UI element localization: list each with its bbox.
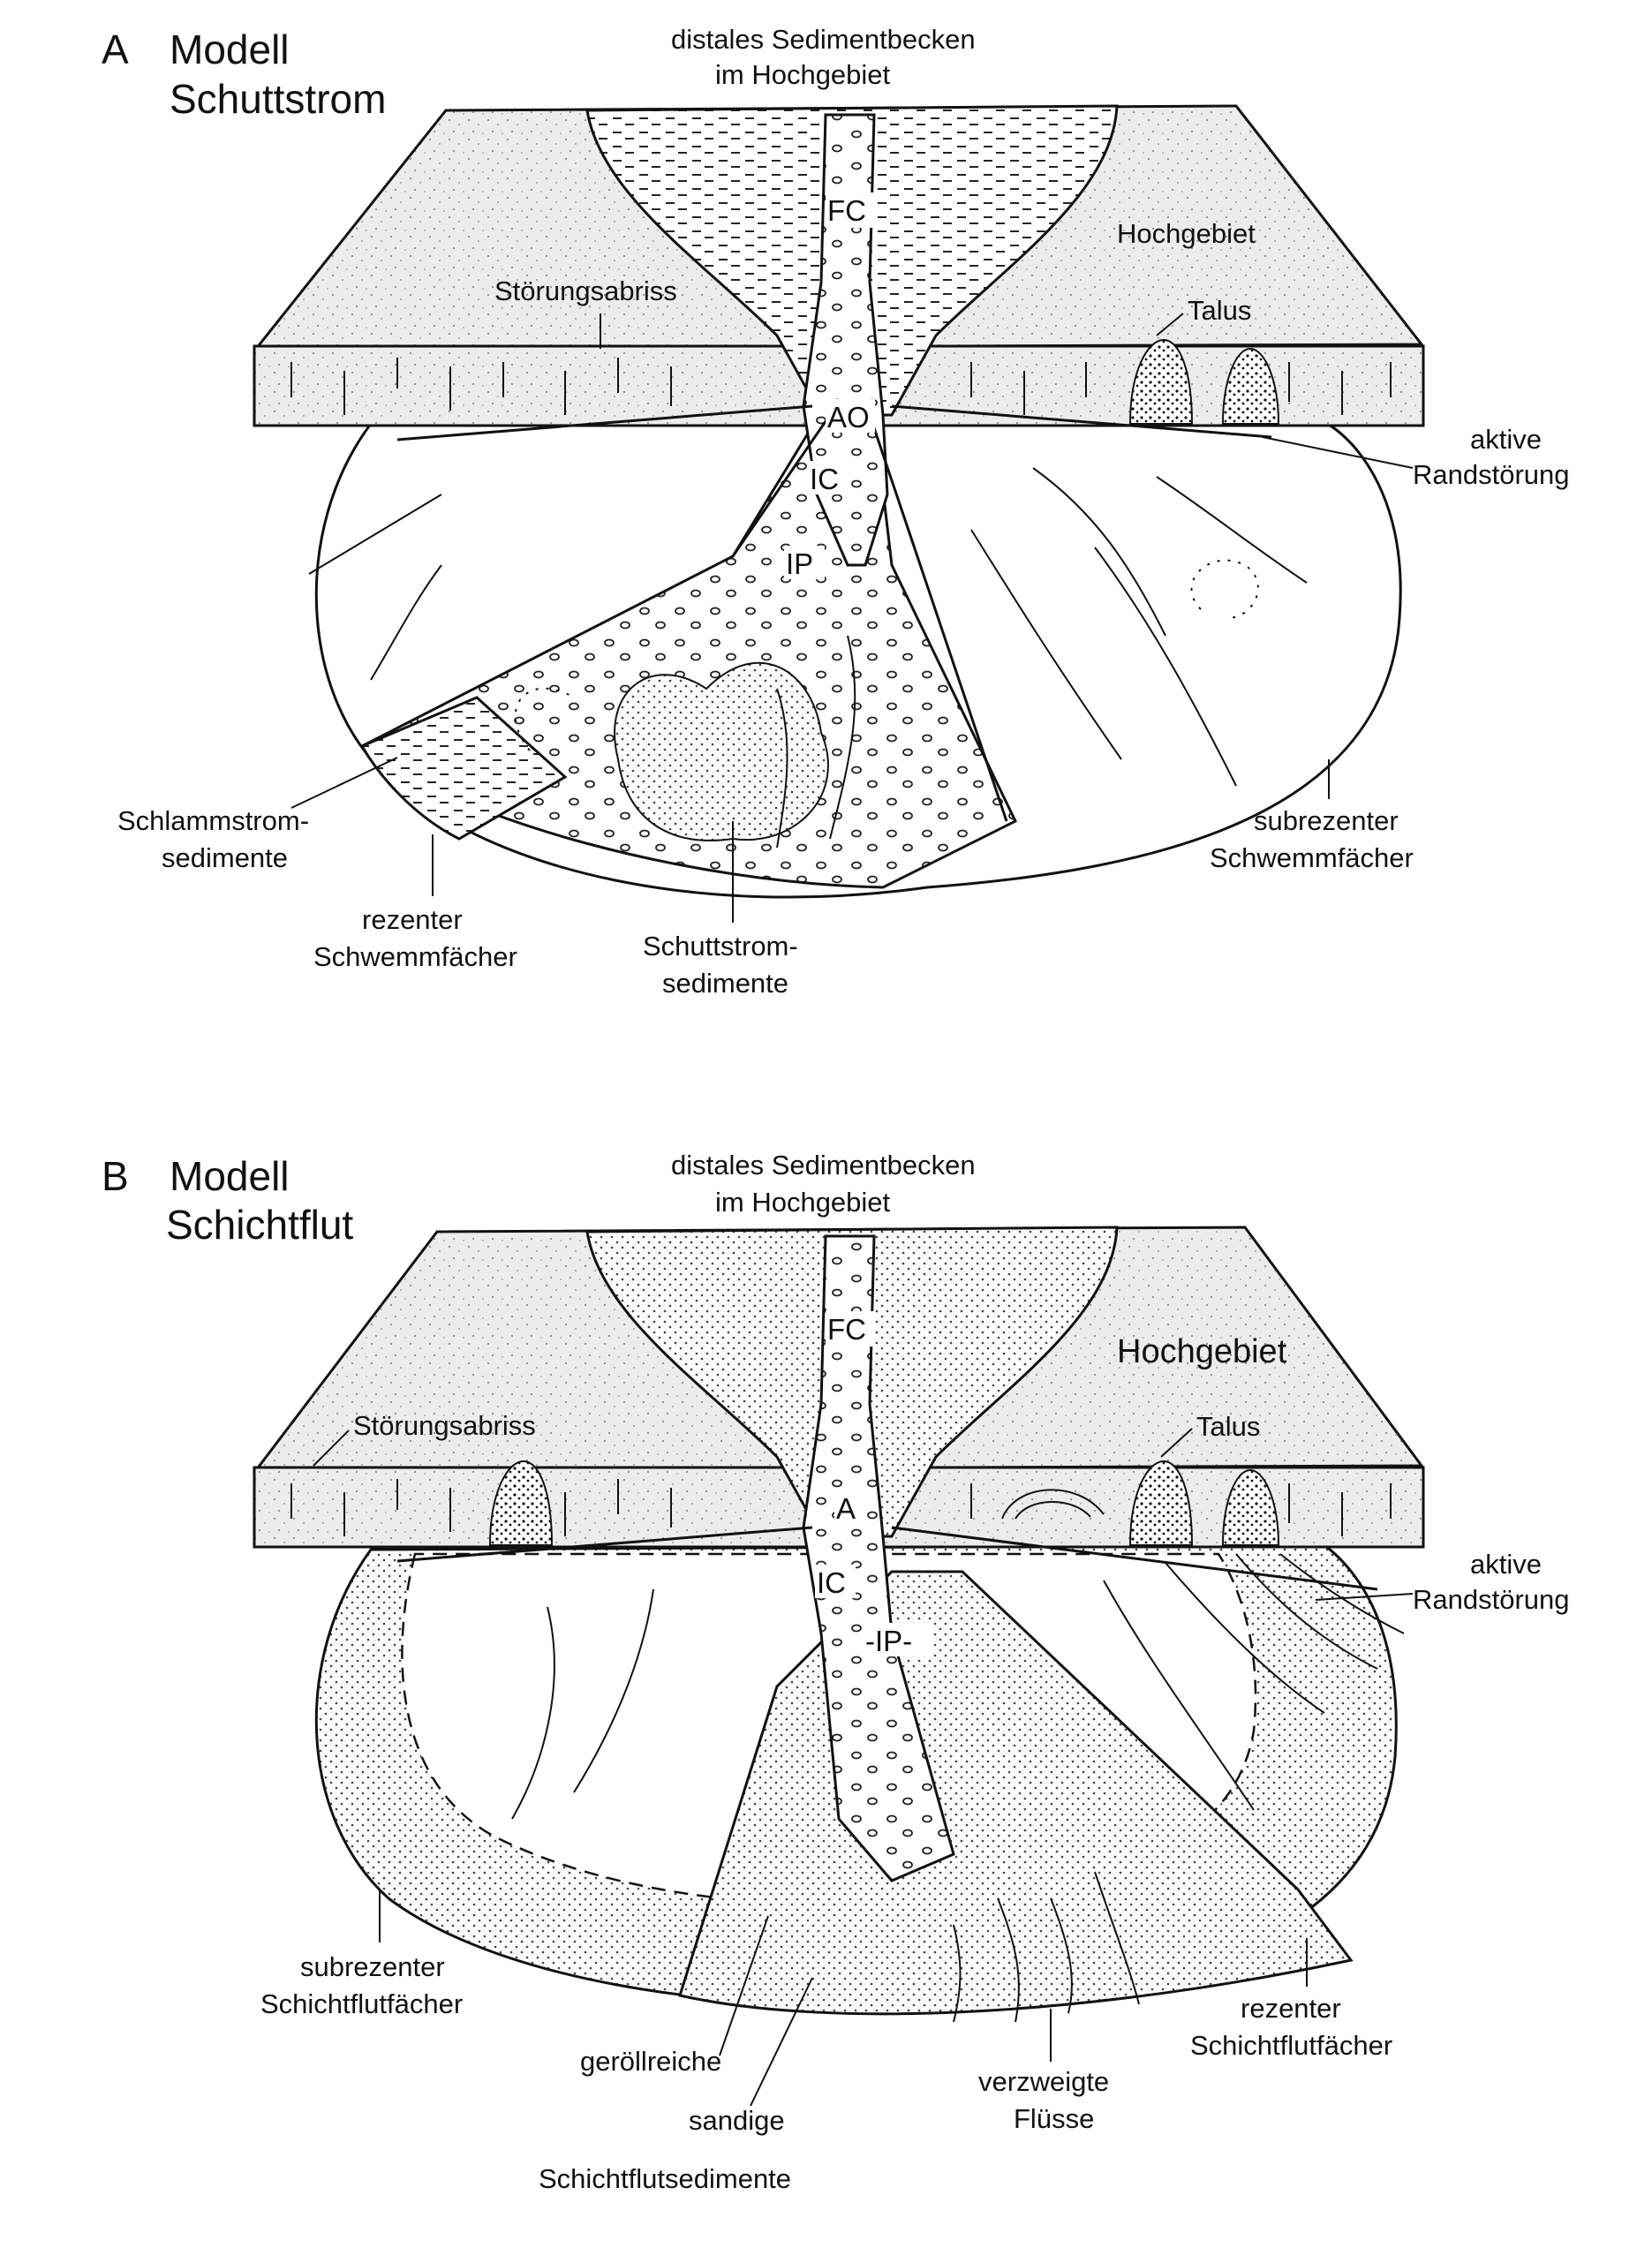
- panel-a-title-line2: Schuttstrom: [170, 76, 386, 122]
- label-braided-b-1: verzweigte: [978, 2066, 1109, 2097]
- label-subrecent-fan-b-2: Schichtflutfächer: [260, 1988, 463, 2019]
- label-upland-a: Hochgebiet: [1117, 218, 1256, 249]
- slump-feature-b: [1001, 1489, 1105, 1520]
- panel-b: B Modell Schichtflut: [102, 1150, 1570, 2194]
- label-talus-b: Talus: [1196, 1411, 1260, 1442]
- label-recent-fan-b-1: rezenter: [1241, 1993, 1341, 2024]
- label-mudflow-a-1: Schlammstrom-: [117, 805, 309, 836]
- code-fc-b: FC: [827, 1313, 866, 1346]
- label-fault-scarp-a: Störungsabriss: [494, 275, 677, 306]
- scarp-ticks-a: [290, 358, 1392, 415]
- label-recent-fan-b-2: Schichtflutfächer: [1190, 2030, 1392, 2061]
- ao-label-bg-a: [826, 399, 875, 433]
- label-active-fault-b-2: Randstörung: [1413, 1584, 1570, 1615]
- arrow-fault-scarp-b: [313, 1430, 350, 1467]
- panel-b-title-line2: Schichtflut: [166, 1202, 353, 1248]
- arrow-active-fault-b: [1315, 1593, 1414, 1601]
- talus-cone-b3: [1221, 1468, 1280, 1546]
- arrow-gravel-rich-b: [719, 1915, 769, 2056]
- talus-cone-a1: [1128, 338, 1194, 425]
- fc-label-bg-a: [826, 192, 875, 228]
- ic-label-bg-a: [808, 461, 849, 494]
- talus-cone-a2: [1221, 347, 1280, 425]
- debris-lobe-2: [514, 687, 575, 751]
- arrow-talus-a: [1156, 313, 1184, 336]
- label-source-basin-a-2: im Hochgebiet: [715, 59, 891, 90]
- ip-label-bg-b: [864, 1623, 932, 1656]
- label-braided-b-2: Flüsse: [1014, 2103, 1094, 2134]
- label-upland-b: Hochgebiet: [1117, 1333, 1287, 1370]
- arrow-mudflow-a: [290, 757, 398, 809]
- arrow-sandy-b: [750, 1977, 813, 2107]
- active-fault-trace-b-left: [396, 1526, 813, 1563]
- code-fc-a: FC: [827, 194, 866, 227]
- label-recent-fan-a-1: rezenter: [362, 904, 463, 935]
- feeder-channel-b: [802, 1234, 955, 1882]
- panel-b-title-line1: Modell: [170, 1153, 290, 1199]
- panel-a-title-line1: Modell: [170, 26, 290, 72]
- code-ic-b: IC: [817, 1566, 846, 1599]
- label-subrecent-fan-a-2: Schwemmfächer: [1210, 842, 1414, 873]
- label-active-fault-a-1: aktive: [1470, 424, 1542, 455]
- panel-b-letter: B: [102, 1153, 129, 1199]
- label-gravel-rich-b: geröllreiche: [580, 2046, 721, 2077]
- active-fault-trace-a-right: [891, 404, 1272, 439]
- label-fault-scarp-b: Störungsabriss: [353, 1410, 536, 1441]
- active-fault-trace-a-left: [396, 404, 813, 441]
- label-active-fault-a-2: Randstörung: [1413, 459, 1570, 490]
- code-ip-b: -IP-: [865, 1625, 912, 1657]
- active-fault-trace-b-right: [891, 1526, 1378, 1591]
- ic-label-bg-b: [815, 1565, 856, 1598]
- debris-lobe-1: [614, 661, 829, 841]
- talus-cone-b2: [1128, 1460, 1194, 1546]
- label-recent-fan-a-2: Schwemmfächer: [313, 941, 517, 972]
- talus-cone-b1: [488, 1460, 554, 1546]
- arrow-talus-b: [1160, 1428, 1193, 1458]
- label-mudflow-a-2: sedimente: [162, 842, 288, 873]
- channel-margin-left-a: [731, 414, 832, 557]
- channel-margin-right-a: [868, 414, 1008, 822]
- label-subrecent-fan-a-1: subrezenter: [1254, 805, 1399, 836]
- mudflow-sediments-area: [359, 696, 568, 841]
- label-source-basin-b-1: distales Sedimentbecken: [671, 1150, 976, 1181]
- label-subrecent-fan-b-1: subrezenter: [300, 1951, 445, 1982]
- code-a-b: A: [836, 1492, 856, 1525]
- code-ao-a: AO: [827, 401, 870, 434]
- distributary-channels-a: [308, 467, 1308, 849]
- ip-label-bg-a: [784, 546, 825, 579]
- label-debris-a-2: sedimente: [662, 968, 788, 999]
- label-talus-a: Talus: [1188, 295, 1251, 326]
- label-sandy-b: sandige: [689, 2105, 785, 2136]
- label-source-basin-a-1: distales Sedimentbecken: [671, 24, 976, 55]
- label-source-basin-b-2: im Hochgebiet: [715, 1187, 891, 1218]
- a-label-bg-b: [834, 1490, 864, 1524]
- label-debris-a-1: Schuttstrom-: [643, 931, 798, 962]
- code-ic-a: IC: [810, 463, 839, 495]
- scarp-ticks-b: [290, 1479, 1392, 1536]
- label-active-fault-b-1: aktive: [1470, 1549, 1542, 1580]
- arrow-active-fault-a: [1262, 436, 1414, 469]
- code-ip-a: IP: [786, 547, 813, 580]
- panel-a-letter: A: [102, 26, 129, 72]
- fc-label-bg-b: [826, 1311, 875, 1347]
- panel-a: A Modell Schuttstrom: [102, 24, 1570, 999]
- label-sheetflood-sediments-b: Schichtflutsedimente: [539, 2163, 791, 2194]
